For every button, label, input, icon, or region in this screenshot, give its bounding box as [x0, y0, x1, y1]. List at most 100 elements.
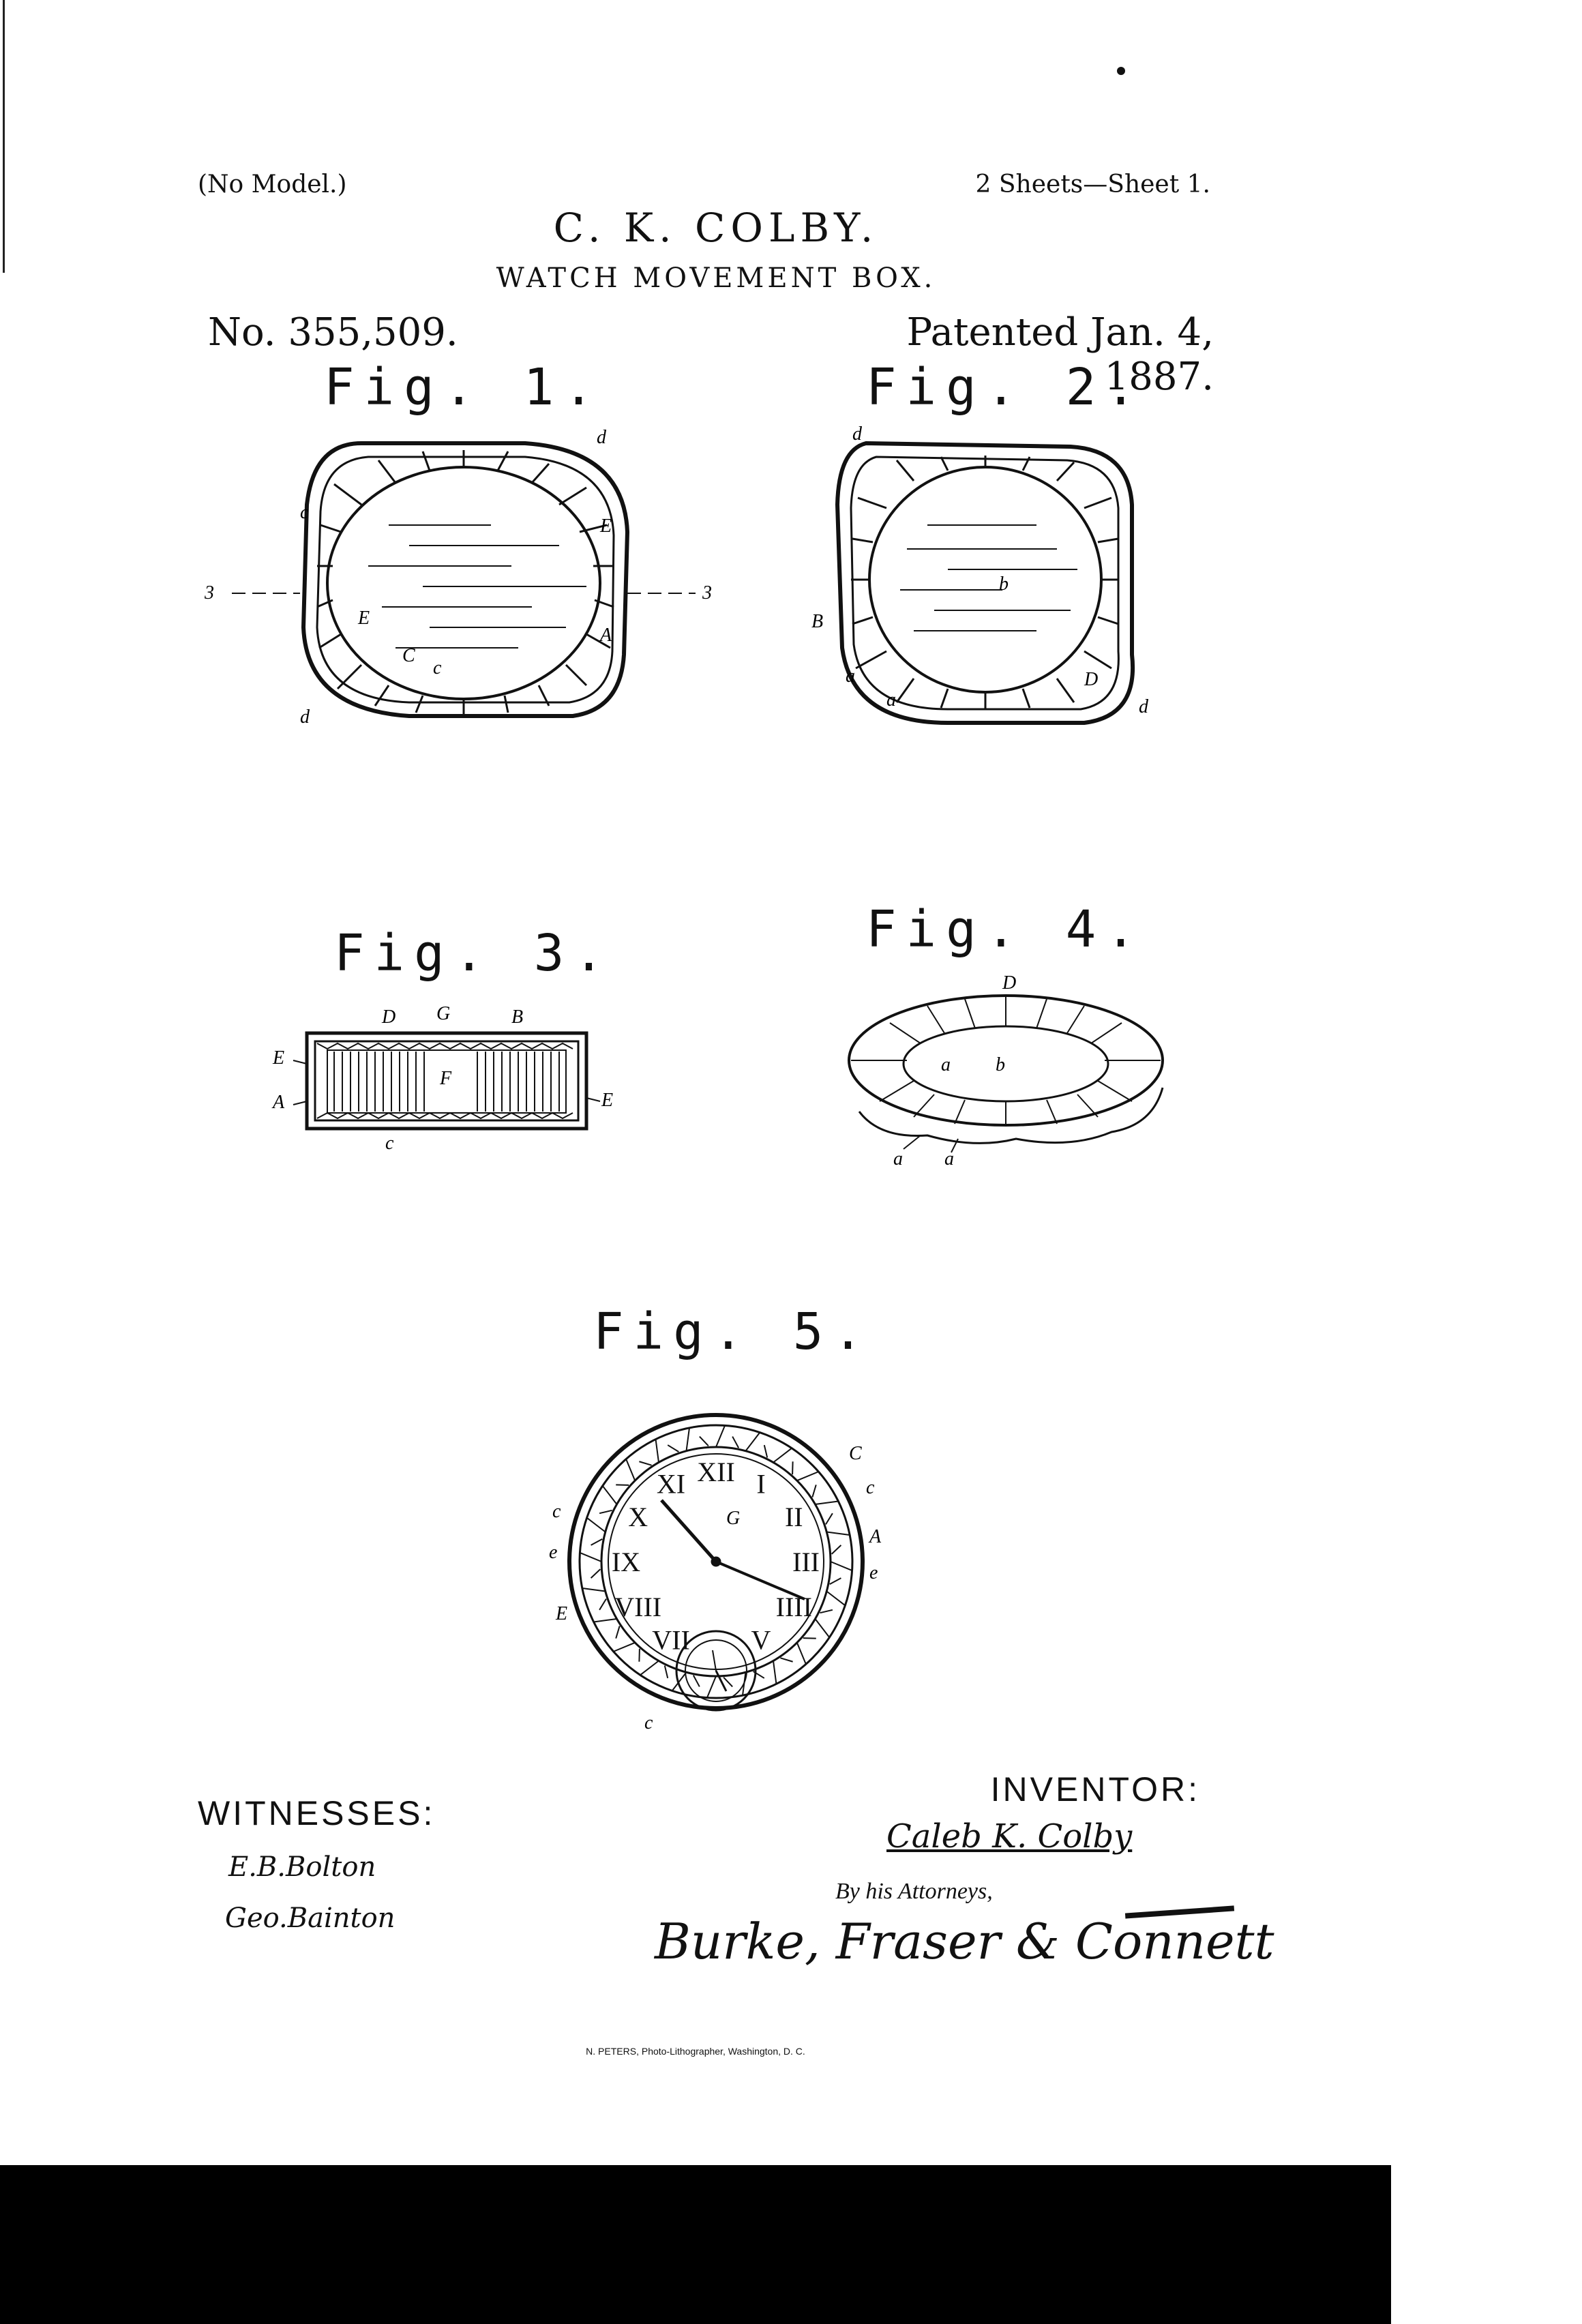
fig5-dial-numerals: XIIIIIIIIIIIIVVIIVIIIIXXXI	[612, 1457, 820, 1655]
fig5-numeral: I	[756, 1469, 765, 1500]
fig5-band-tooth	[656, 1440, 659, 1463]
fig4-label: Fig. 4.	[866, 900, 1146, 959]
fig3-drawing: D G B E F A E c	[266, 996, 621, 1166]
fig5-band-tooth	[773, 1660, 776, 1684]
fig1-ref-3-right: 3	[702, 582, 712, 604]
fig3-ref-E-right: E	[601, 1090, 613, 1111]
fig5-band-tooth	[580, 1553, 601, 1562]
fig3-ref-B: B	[511, 1007, 523, 1028]
fig5-band-tooth	[640, 1660, 659, 1675]
sheet-count: 2 Sheets—Sheet 1.	[955, 170, 1210, 198]
scan-bottom-bar	[0, 2165, 1391, 2324]
fig5-ref-E: E	[555, 1603, 567, 1624]
fig5-band-tooth	[668, 1445, 678, 1452]
fig5-band-tooth	[603, 1486, 617, 1504]
fig5-numeral: X	[628, 1502, 648, 1532]
fig5-band-tooth	[826, 1513, 833, 1524]
fig5-band-tooth	[599, 1510, 612, 1513]
fig4-ref-b: b	[996, 1054, 1005, 1075]
fig5-band-tooth	[707, 1676, 716, 1698]
fig2-ref-D: D	[1084, 669, 1098, 690]
fig5-band-tooth	[587, 1518, 606, 1532]
fig5-numeral: II	[785, 1502, 803, 1532]
fig5-band-tooth	[831, 1562, 852, 1570]
fig5-label: Fig. 5.	[593, 1302, 873, 1361]
witness-signature-2: Geo.Bainton	[225, 1903, 395, 1934]
fig5-numeral: V	[751, 1624, 771, 1655]
fig1-flutes	[317, 450, 614, 715]
fig2-ref-a-left: a	[846, 666, 855, 687]
fig4-ref-a2: a	[944, 1148, 954, 1170]
fig5-band-tooth	[687, 1428, 689, 1451]
no-model-note: (No Model.)	[198, 170, 347, 198]
fig5-band-tooth	[812, 1485, 816, 1497]
fig5-ref-e-right: e	[869, 1562, 878, 1583]
fig5-band-tooth	[815, 1502, 838, 1504]
fig2-shading	[900, 525, 1077, 631]
fig5-band-tooth	[616, 1626, 619, 1638]
printer-imprint: N. PETERS, Photo-Lithographer, Washingto…	[0, 2046, 1391, 2057]
fig5-band-tooth	[591, 1539, 603, 1545]
fig5-band-tooth	[792, 1461, 793, 1474]
fig5-band-tooth	[723, 1678, 732, 1687]
fig3-ref-G: G	[436, 1003, 450, 1024]
fig5-numeral: III	[792, 1547, 820, 1577]
fig5-band-tooth	[639, 1649, 640, 1662]
fig2-flutes	[851, 456, 1118, 709]
fig5-band-tooth	[803, 1638, 816, 1639]
fig3-ref-D: D	[381, 1007, 395, 1028]
inventor-name-title: C. K. COLBY.	[0, 205, 1432, 251]
fig5-band-tooth	[665, 1665, 668, 1678]
fig5-band-tooth	[626, 1459, 635, 1481]
fig5-numeral: VIII	[614, 1592, 661, 1622]
fig4-drawing: D a b a a	[839, 968, 1180, 1173]
fig1-ref-A: A	[599, 625, 612, 646]
fig3-ref-E-left: E	[272, 1047, 284, 1069]
fig5-numeral: XI	[657, 1469, 685, 1500]
fig4-ref-a1: a	[893, 1148, 903, 1170]
fig2-ref-d-right: d	[1139, 696, 1149, 717]
fig2-label: Fig. 2.	[866, 358, 1146, 417]
fig5-band-tooth	[826, 1532, 850, 1535]
fig5-band-tooth	[820, 1610, 832, 1613]
fig5-band-tooth	[599, 1599, 606, 1610]
fig5-band-tooth	[591, 1569, 601, 1578]
fig5-ref-A: A	[868, 1526, 882, 1547]
fig1-ref-3-left: 3	[204, 582, 214, 604]
fig1-ref-c-left: c	[300, 502, 309, 523]
fig3-label: Fig. 3.	[334, 924, 614, 983]
fig5-band-tooth	[826, 1591, 845, 1605]
fig5-numeral: IX	[612, 1547, 640, 1577]
fig5-numeral: VII	[652, 1624, 690, 1655]
fig3-ref-c: c	[385, 1133, 394, 1154]
fig1-ref-d-bottom: d	[300, 706, 310, 728]
fig4-ref-a: a	[941, 1054, 951, 1075]
fig2-ref-B: B	[811, 611, 823, 632]
fig4-ref-D: D	[1002, 972, 1016, 994]
fig5-band-tooth	[700, 1437, 708, 1446]
fig3-ref-A: A	[271, 1092, 285, 1113]
fig2-drawing: d b B a a D d	[811, 423, 1193, 736]
fig5-band-tooth	[830, 1578, 841, 1584]
fig5-band-tooth	[716, 1425, 725, 1447]
fig2-ref-b: b	[999, 573, 1009, 595]
patent-number: No. 355,509.	[208, 310, 458, 355]
inventor-signature: Caleb K. Colby	[886, 1817, 1132, 1856]
witnesses-label: WITNESSES:	[198, 1793, 435, 1833]
fig5-band-tooth	[639, 1461, 651, 1465]
fig1-ref-d-top: d	[597, 427, 607, 448]
inventor-label: INVENTOR:	[982, 1770, 1200, 1809]
fig1-ref-c-low: c	[433, 657, 442, 679]
invention-title: WATCH MOVEMENT BOX.	[0, 263, 1432, 294]
corner-dot	[1117, 67, 1125, 75]
fig5-ref-G: G	[726, 1508, 740, 1529]
fig5-band-tooth	[594, 1619, 617, 1622]
fig5-ref-c-left: c	[552, 1501, 561, 1522]
fig5-band-tooth	[815, 1619, 829, 1637]
fig5-band-tooth	[732, 1437, 738, 1448]
fig5-band-tooth	[745, 1433, 760, 1451]
fig1-shading	[368, 525, 586, 648]
fig5-band-tooth	[780, 1658, 792, 1661]
fig1-ref-C-inner: C	[402, 645, 415, 666]
fig5-ref-c-right: c	[866, 1477, 875, 1498]
